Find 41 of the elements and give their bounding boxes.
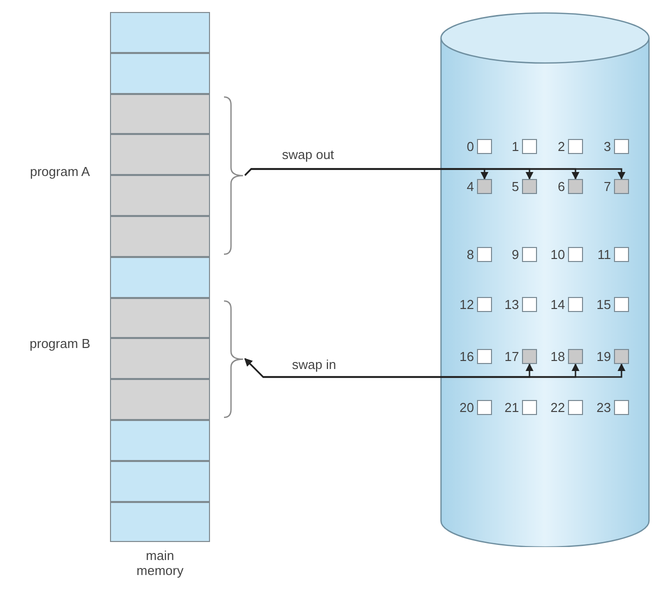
block-number: 10 [550, 247, 565, 262]
block-number: 5 [510, 179, 519, 194]
memory-slot [110, 134, 210, 176]
memory-slot [110, 52, 210, 94]
program-label: program A [29, 164, 91, 179]
memory-slot [110, 298, 210, 338]
block-number: 0 [466, 139, 474, 154]
block-number: 11 [596, 247, 611, 262]
memory-slot [110, 94, 210, 134]
block-number: 9 [510, 247, 519, 262]
block-number: 16 [458, 349, 474, 364]
block-number: 3 [602, 139, 611, 154]
memory-slot [110, 338, 210, 380]
memory-slot [110, 460, 210, 502]
block-number: 21 [504, 400, 519, 415]
memory-slot [110, 379, 210, 420]
block-number: 22 [550, 400, 565, 415]
memory-slot [110, 502, 210, 542]
block-number: 23 [596, 400, 611, 415]
program-label: program B [28, 336, 92, 351]
memory-slot [110, 420, 210, 461]
block-number: 18 [550, 349, 565, 364]
block-number: 15 [596, 297, 611, 312]
memory-slot [110, 175, 210, 216]
block-number: 4 [466, 179, 474, 194]
block-number: 2 [556, 139, 565, 154]
block-number: 20 [458, 400, 474, 415]
block-number: 13 [504, 297, 519, 312]
block-number: 12 [458, 297, 474, 312]
block-number: 19 [596, 349, 611, 364]
memory-label: main memory [136, 548, 184, 578]
block-number: 17 [504, 349, 519, 364]
edge-label: swap in [290, 357, 338, 372]
memory-slot [110, 256, 210, 298]
memory-slot [110, 216, 210, 257]
block-number: 7 [602, 179, 611, 194]
memory-slot [110, 12, 210, 53]
block-number: 8 [466, 247, 474, 262]
block-number: 1 [510, 139, 519, 154]
block-number: 14 [550, 297, 565, 312]
block-number: 6 [556, 179, 565, 194]
